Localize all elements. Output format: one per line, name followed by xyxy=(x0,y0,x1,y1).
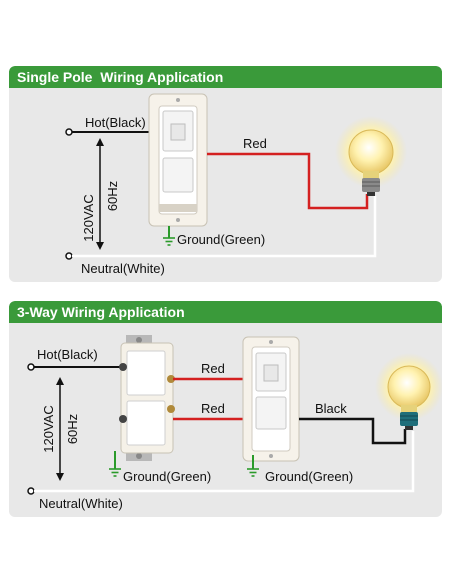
ground-icon xyxy=(247,468,259,477)
single-pole-panel: Single Pole Wiring Application Hot(Black… xyxy=(9,66,442,282)
hot-label: Hot(Black) xyxy=(37,347,98,362)
neutral-wire xyxy=(72,196,377,258)
dimmer-switch xyxy=(242,336,300,462)
ground-label-right: Ground(Green) xyxy=(265,469,353,484)
red-label: Red xyxy=(243,136,267,151)
voltage-label: 120VAC xyxy=(41,405,56,452)
black-label: Black xyxy=(315,401,347,416)
neutral-label: Neutral(White) xyxy=(39,496,123,511)
arrow-down-icon xyxy=(96,242,104,250)
ground-icon xyxy=(163,237,175,246)
ground-label: Ground(Green) xyxy=(177,232,265,247)
neutral-wire xyxy=(34,431,415,493)
frequency-label: 60Hz xyxy=(105,181,120,211)
light-bulb-icon xyxy=(375,353,442,430)
red-label-top: Red xyxy=(201,361,225,376)
red-wire xyxy=(207,152,369,210)
panel-header: Single Pole Wiring Application xyxy=(9,66,442,88)
arrow-down-icon xyxy=(56,473,64,481)
neutral-terminal xyxy=(65,252,73,260)
single-pole-diagram: Hot(Black) 120VAC 60Hz Red Ground(Gree xyxy=(65,93,407,276)
frequency-label: 60Hz xyxy=(65,414,80,444)
three-way-panel: 3-Way Wiring Application Hot(Black) 120V… xyxy=(9,301,442,517)
black-wire xyxy=(299,417,407,445)
arrow-up-icon xyxy=(56,377,64,385)
panel-title: Single Pole Wiring Application xyxy=(17,69,224,85)
three-way-switch xyxy=(119,335,175,461)
ground-icon xyxy=(109,468,121,477)
hot-terminal xyxy=(65,128,73,136)
neutral-label: Neutral(White) xyxy=(81,261,165,276)
voltage-label: 120VAC xyxy=(81,194,96,241)
red-label-bottom: Red xyxy=(201,401,225,416)
panel-header: 3-Way Wiring Application xyxy=(9,301,442,323)
dimmer-switch xyxy=(148,93,208,227)
light-bulb-icon xyxy=(335,116,407,196)
hot-terminal xyxy=(27,363,35,371)
ground-label-left: Ground(Green) xyxy=(123,469,211,484)
hot-label: Hot(Black) xyxy=(85,115,146,130)
three-way-diagram: Hot(Black) 120VAC 60Hz Red Red xyxy=(27,335,442,511)
panel-title: 3-Way Wiring Application xyxy=(17,304,185,320)
neutral-terminal xyxy=(27,487,35,495)
arrow-up-icon xyxy=(96,138,104,146)
